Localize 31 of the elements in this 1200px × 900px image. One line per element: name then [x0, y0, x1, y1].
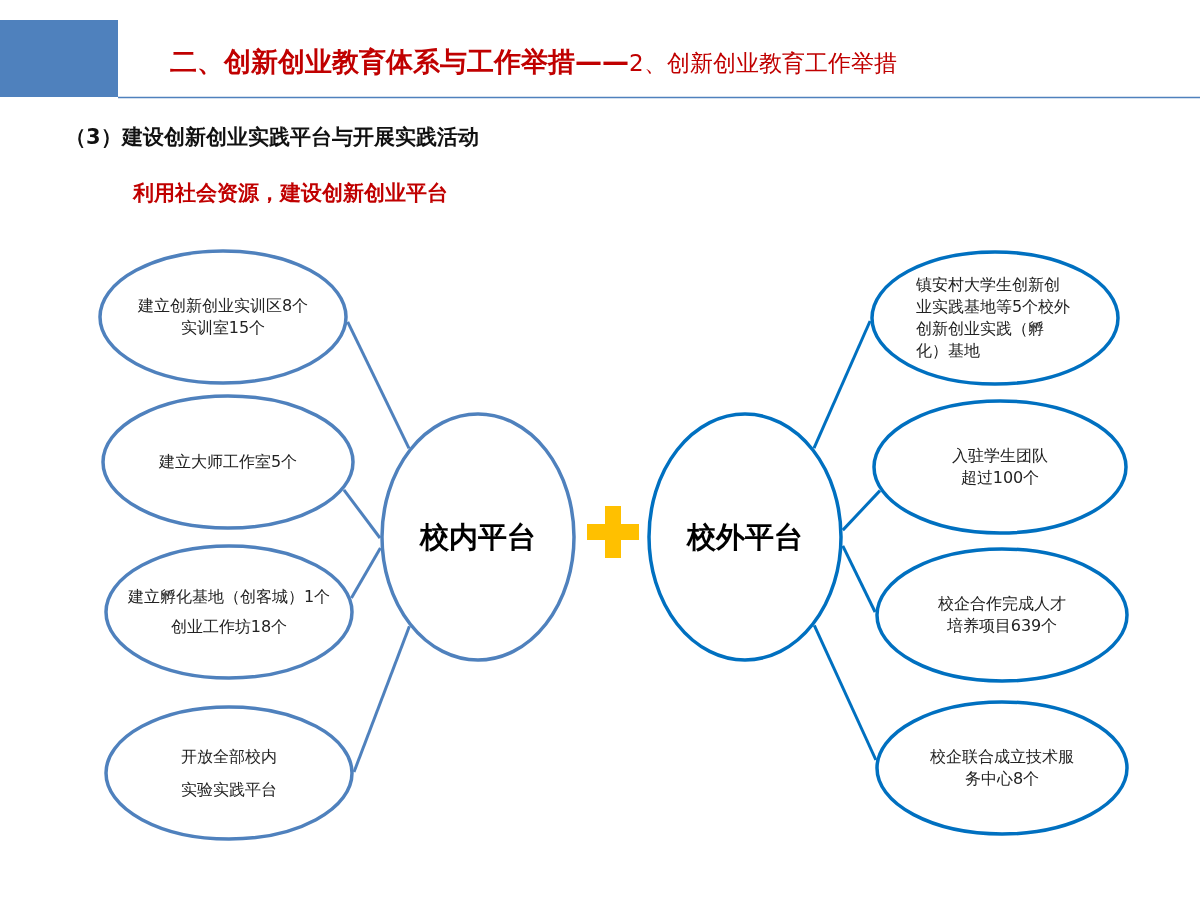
connector-line — [352, 625, 411, 773]
item-ellipse — [870, 250, 1120, 386]
connector-line — [841, 545, 877, 613]
connector-line — [342, 488, 382, 539]
subheading: 利用社会资源，建设创新创业平台 — [133, 180, 448, 207]
node-text: 入驻学生团队超过100个 — [951, 445, 1049, 489]
connector-line — [812, 624, 878, 761]
node-text: 开放全部校内实验实践平台 — [180, 746, 278, 801]
section-heading: （3）建设创新创业实践平台与开展实践活动 — [65, 124, 479, 151]
item-ellipse — [104, 544, 354, 680]
node-text: 校外平台 — [685, 520, 804, 554]
item-ellipse — [872, 399, 1128, 535]
slide-title: 二、创新创业教育体系与工作举措——2、创新创业教育工作举措 — [170, 45, 897, 79]
platform-ellipse — [380, 412, 576, 662]
node-text: 校内平台 — [418, 520, 537, 554]
node-text: 镇安村大学生创新创业实践基地等5个校外创新创业实践（孵化）基地 — [916, 274, 1072, 362]
node-text: 建立孵化基地（创客城）1个创业工作坊18个 — [126, 586, 332, 638]
item-ellipse — [104, 705, 354, 841]
item-ellipse — [875, 547, 1129, 683]
node-text: 建立创新创业实训区8个实训室15个 — [136, 295, 310, 339]
connector-line — [346, 321, 411, 449]
connector-line — [812, 320, 872, 449]
platform-ellipse — [647, 412, 843, 662]
item-ellipse — [101, 394, 355, 530]
item-ellipse — [98, 249, 348, 385]
node-text: 校企合作完成人才培养项目639个 — [937, 593, 1067, 637]
node-text: 校企联合成立技术服务中心8个 — [929, 746, 1075, 790]
item-ellipse — [875, 700, 1129, 836]
node-text: 建立大师工作室5个 — [157, 451, 299, 473]
connector-line — [350, 547, 382, 599]
connector-line — [841, 489, 882, 532]
